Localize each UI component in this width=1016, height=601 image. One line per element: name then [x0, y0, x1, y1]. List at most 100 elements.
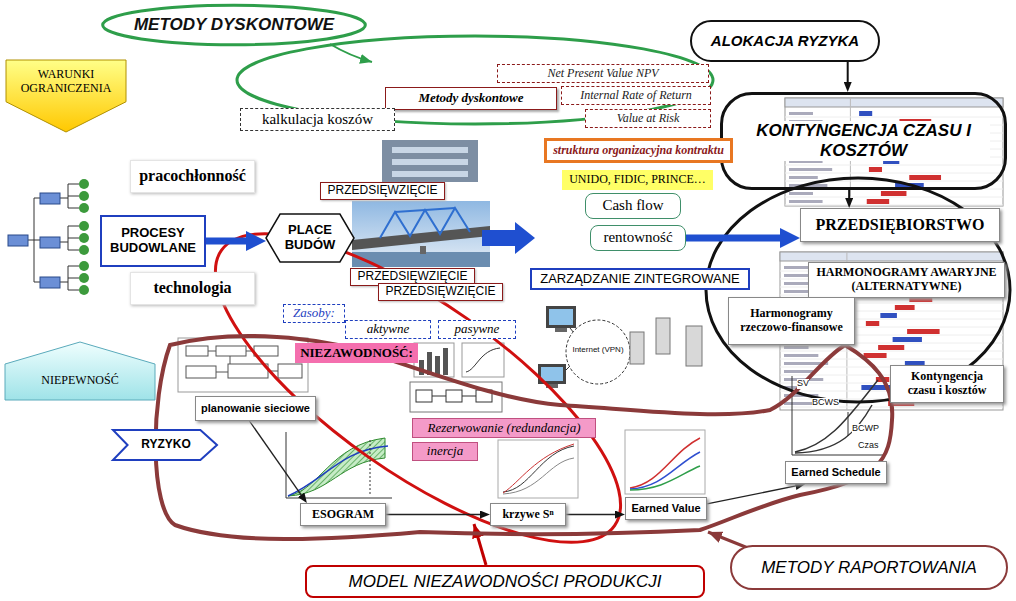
node-text: Cash flow — [602, 197, 663, 214]
tree-diagram — [79, 191, 89, 201]
tree-diagram — [79, 261, 89, 271]
esogram-chart — [288, 446, 388, 496]
tree-diagram — [79, 203, 89, 213]
building-photo — [382, 140, 478, 182]
reliability-charts — [435, 356, 440, 375]
callout-box: METODY RAPORTOWANIA — [730, 545, 1008, 590]
resource-box: pasywne — [438, 320, 516, 339]
gantt-chart — [909, 175, 941, 180]
chart-label: Czas — [858, 441, 879, 451]
method-box: Value at Risk — [585, 109, 711, 128]
node-text: technologia — [153, 279, 231, 297]
earned-value-chart — [630, 466, 700, 490]
chart-label: BCWS — [812, 398, 839, 408]
reliability-charts — [414, 343, 454, 377]
chart-label: SV — [797, 379, 809, 389]
computer-network — [566, 320, 630, 384]
gantt-chart — [859, 111, 872, 116]
reliability-charts — [416, 390, 432, 402]
tree-diagram — [79, 179, 89, 189]
node-text: Net Present Value NPV — [547, 67, 658, 81]
node-text: PRZEDSIĘWZIĘCIE — [357, 270, 467, 284]
s-curve-chart — [498, 440, 578, 498]
connector-arrow — [686, 235, 788, 242]
node-text: PROCESY BUDOWLANE — [107, 226, 199, 256]
reliability-charts — [466, 348, 500, 372]
reliability-charts — [446, 390, 462, 402]
tree-diagram — [40, 237, 60, 248]
gantt-chart — [866, 321, 879, 326]
reliability-charts — [432, 396, 476, 397]
reliability-charts — [443, 348, 448, 375]
reliability-box: inercja — [412, 442, 478, 461]
esogram-chart — [370, 440, 371, 496]
earned-schedule-chart — [795, 380, 878, 452]
computer-network — [541, 367, 563, 381]
node-text: pracochłonność — [139, 167, 246, 185]
tree-diagram — [79, 273, 89, 283]
gantt-chart — [785, 197, 1003, 198]
computer-network — [538, 306, 702, 388]
node-text: Zasoby: — [293, 306, 335, 321]
earned-value-chart — [625, 430, 705, 494]
site-hexagon: PLACE BUDÓW — [266, 214, 354, 262]
bridge-photo — [380, 208, 470, 238]
gantt-chart — [864, 353, 887, 358]
earned-schedule-chart — [792, 376, 884, 455]
computer-network — [555, 328, 567, 332]
report-box: Earned Value — [625, 497, 707, 520]
gantt-chart — [881, 191, 907, 196]
standards-box: UNIDO, FIDIC, PRINCE… — [562, 170, 713, 190]
node-text: NIEPEWNOŚĆ — [41, 374, 118, 388]
contingency-box: KONTYNGENCJA CZASU I KOSZTÓW — [720, 92, 1007, 190]
report-box: Earned Schedule — [785, 461, 887, 484]
node-text: METODY RAPORTOWANIA — [761, 558, 977, 578]
gantt-chart — [789, 168, 832, 171]
earned-value-chart — [630, 452, 700, 489]
network-chart — [178, 338, 308, 392]
gantt-chart — [784, 266, 809, 269]
network-chart — [178, 338, 308, 392]
method-box: Metody dyskontowe — [385, 87, 557, 110]
node-text: NIEZAWODNOŚĆ: — [300, 346, 413, 361]
reliability-charts — [462, 343, 504, 377]
gantt-chart — [789, 112, 813, 115]
node-text: inercja — [427, 444, 463, 459]
tree-diagram — [28, 198, 40, 282]
node-text: Harmonogramy rzeczowo-finansowe — [734, 307, 849, 335]
constraint-arrow: WARUNKI OGRANICZENIA — [6, 60, 126, 132]
network-chart — [228, 364, 268, 378]
node-text: Kontyngencja czasu i kosztów — [896, 370, 998, 398]
shape-outline — [6, 60, 126, 132]
building-photo — [392, 147, 468, 153]
node-text: aktywne — [367, 322, 410, 337]
gantt-chart — [789, 192, 813, 195]
node-text: WARUNKI OGRANICZENIA — [12, 68, 120, 96]
earned-schedule-chart — [848, 412, 849, 436]
s-curve-chart — [503, 446, 574, 492]
tree-diagram — [40, 277, 60, 288]
report-box: krzywe Sⁿ — [490, 503, 566, 526]
leader-arrow — [330, 44, 372, 62]
s-curve-chart — [503, 444, 574, 493]
gantt-chart — [784, 370, 813, 373]
resource-box: aktywne — [345, 320, 431, 339]
node-text: planowanie sieciowe — [201, 402, 310, 415]
computer-network — [630, 332, 644, 364]
node-text: kalkulacja koszów — [262, 111, 373, 128]
reliability-box: Rezerwowanie (redundancja) — [412, 418, 596, 438]
schedule-box: HARMONOGRAMY AWARYJNE (ALTERNATYWNE) — [808, 262, 1005, 298]
contract-box: struktura organizacyjna kontraktu — [544, 138, 733, 163]
network-chart — [216, 346, 246, 356]
leader-arrow — [708, 532, 748, 548]
computer-network — [656, 318, 670, 354]
finance-box: rentowność — [590, 225, 686, 251]
node-text: Rezerwowanie (redundancja) — [428, 421, 581, 436]
connector-arrow — [707, 485, 800, 504]
callout-box: MODEL NIEZAWODNOŚCI PRODUKCJI — [305, 565, 705, 598]
node-text: PRZEDSIĘWZIĘCIE — [385, 285, 495, 299]
connector-arrow — [566, 514, 619, 515]
building-photo — [382, 140, 478, 182]
bridge-photo — [352, 201, 490, 267]
tree-diagram — [60, 184, 79, 290]
